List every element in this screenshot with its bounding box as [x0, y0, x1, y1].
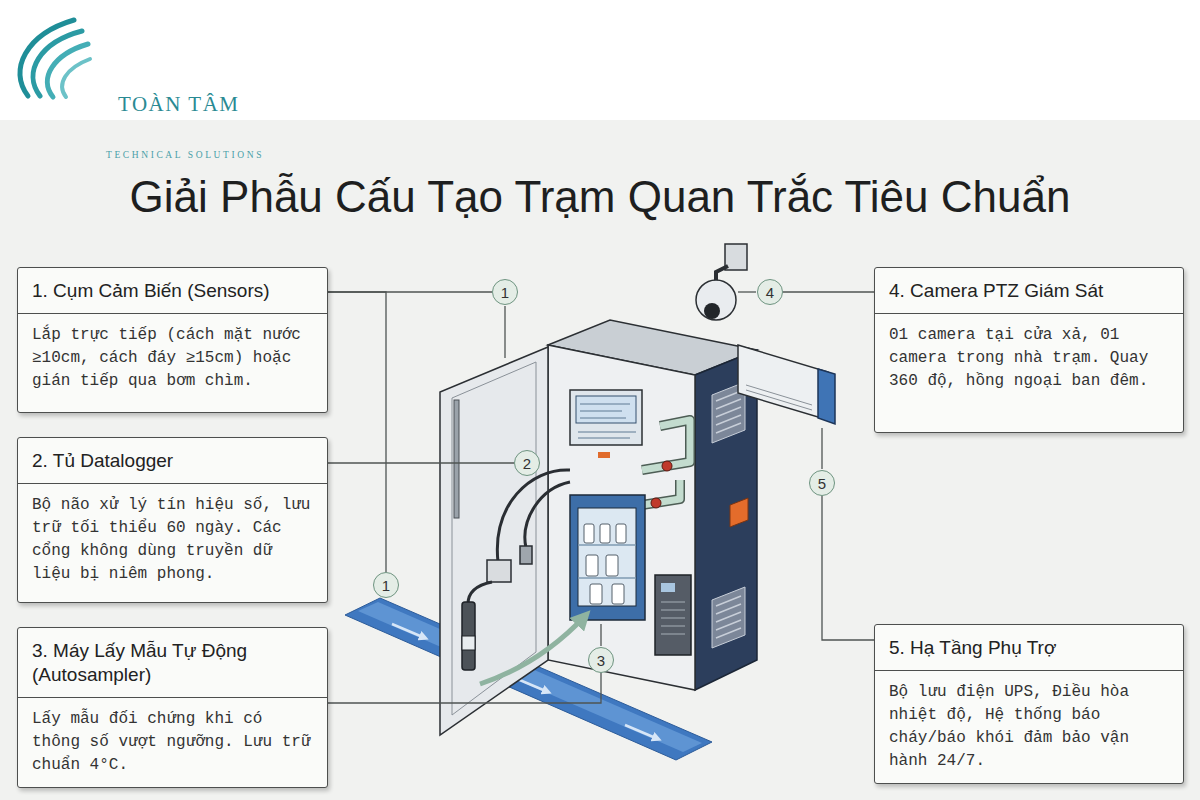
callout-marker: 1 — [373, 572, 399, 598]
door-handle — [454, 400, 459, 518]
datalogger-unit — [570, 390, 642, 445]
probe-band — [462, 636, 475, 650]
ups-unit — [655, 575, 691, 655]
leader-line — [328, 292, 386, 572]
ac-vent — [746, 385, 812, 410]
callout-marker: 5 — [809, 470, 835, 496]
leader-tails — [505, 292, 822, 646]
callout-body: Bộ lưu điện UPS, Điều hòa nhiệt độ, Hệ t… — [875, 671, 1183, 783]
brand-name: TOÀN TÂM — [118, 92, 1200, 117]
callout-body: Bộ não xử lý tín hiệu số, lưu trữ tối th… — [18, 484, 327, 602]
vent-slats — [716, 596, 741, 638]
callout-body: 01 camera tại cửa xả, 01 camera trong nh… — [875, 314, 1183, 432]
callout-body: Lắp trực tiếp (cách mặt nước ≥10cm, cách… — [18, 314, 327, 412]
fire-alarm — [730, 498, 748, 527]
sensor-assembly — [462, 470, 585, 684]
camera-dome — [696, 280, 736, 320]
screen-lines — [578, 404, 636, 438]
callout-box: 5. Hạ Tầng Phụ TrợBộ lưu điện UPS, Điều … — [874, 624, 1184, 784]
callout-box: 1. Cụm Cảm Biến (Sensors)Lắp trực tiếp (… — [17, 267, 328, 413]
sensor-cable — [525, 482, 570, 548]
valve — [662, 461, 672, 471]
leader-line — [600, 624, 601, 646]
sample-bottle — [600, 524, 610, 543]
leader-line — [328, 462, 514, 463]
valve — [651, 498, 661, 508]
sensor-probe — [462, 602, 475, 670]
junction-box — [487, 560, 511, 582]
callout-marker: 1 — [492, 279, 518, 305]
sample-flow-arrow — [480, 616, 585, 684]
sample-bottle — [616, 524, 626, 543]
camera-mount — [725, 244, 747, 270]
callout-box: 3. Máy Lấy Mẫu Tự Động (Autosampler)Lấy … — [17, 627, 328, 788]
callout-marker: 3 — [588, 647, 614, 673]
logo-swirl — [62, 59, 90, 97]
sample-bottle — [612, 584, 624, 604]
callout-marker: 4 — [757, 279, 783, 305]
callout-number: 1 — [501, 285, 509, 300]
camera-lens — [704, 303, 720, 319]
sensor-head — [520, 546, 532, 564]
sensor-cable — [497, 470, 570, 562]
callout-number: 3 — [597, 653, 605, 668]
pipe — [642, 420, 690, 470]
sample-bottle — [586, 555, 598, 576]
cabinet-front — [548, 345, 695, 690]
ups-display — [661, 583, 675, 592]
sample-bottle — [606, 555, 618, 576]
callout-number: 1 — [382, 578, 390, 593]
flow-arrow — [392, 624, 425, 638]
callout-box: 2. Tủ DataloggerBộ não xử lý tín hiệu số… — [17, 437, 328, 603]
leader-line — [328, 673, 601, 703]
sample-bottle — [584, 524, 594, 543]
callout-heading: 3. Máy Lấy Mẫu Tự Động (Autosampler) — [18, 628, 327, 698]
leader-line — [504, 306, 505, 358]
ac-end-cap — [818, 369, 835, 424]
status-light — [598, 452, 610, 458]
page-ground — [0, 120, 1200, 800]
sample-bottle — [590, 584, 602, 604]
air-conditioner — [738, 345, 835, 424]
callout-box: 4. Camera PTZ Giám Sát01 camera tại cửa … — [874, 267, 1184, 433]
ups-slots — [661, 602, 685, 634]
logo-mark — [20, 20, 90, 97]
brand-tagline: TECHNICAL SOLUTIONS — [106, 150, 1200, 160]
autosampler-window — [578, 508, 636, 606]
page-title: Giải Phẫu Cấu Tạo Trạm Quan Trắc Tiêu Ch… — [0, 170, 1200, 224]
callout-body: Lấy mẫu đối chứng khi có thông số vượt n… — [18, 698, 327, 787]
datalogger-screen — [576, 396, 636, 423]
ptz-camera — [696, 244, 747, 320]
vent-grille — [712, 587, 745, 648]
autosampler-body — [570, 495, 645, 620]
leader-line — [822, 496, 874, 640]
vent-slats — [716, 391, 741, 433]
flow-arrow — [625, 725, 658, 739]
callout-heading: 2. Tủ Datalogger — [18, 438, 327, 484]
cabinet-side — [695, 350, 757, 690]
callout-number: 5 — [818, 476, 826, 491]
sensor-cable — [468, 582, 492, 604]
shelf — [578, 545, 636, 578]
leader-line — [738, 291, 756, 292]
callout-heading: 5. Hạ Tầng Phụ Trợ — [875, 625, 1183, 671]
leader-line — [783, 291, 874, 292]
callout-marker: 2 — [514, 450, 540, 476]
callout-number: 2 — [523, 456, 531, 471]
callout-heading: 4. Camera PTZ Giám Sát — [875, 268, 1183, 314]
ac-body — [738, 345, 828, 420]
callout-number: 4 — [766, 285, 774, 300]
cabinet — [548, 320, 757, 690]
callout-heading: 1. Cụm Cảm Biến (Sensors) — [18, 268, 327, 314]
pipe-outline — [642, 420, 690, 470]
leader-line — [821, 428, 822, 469]
